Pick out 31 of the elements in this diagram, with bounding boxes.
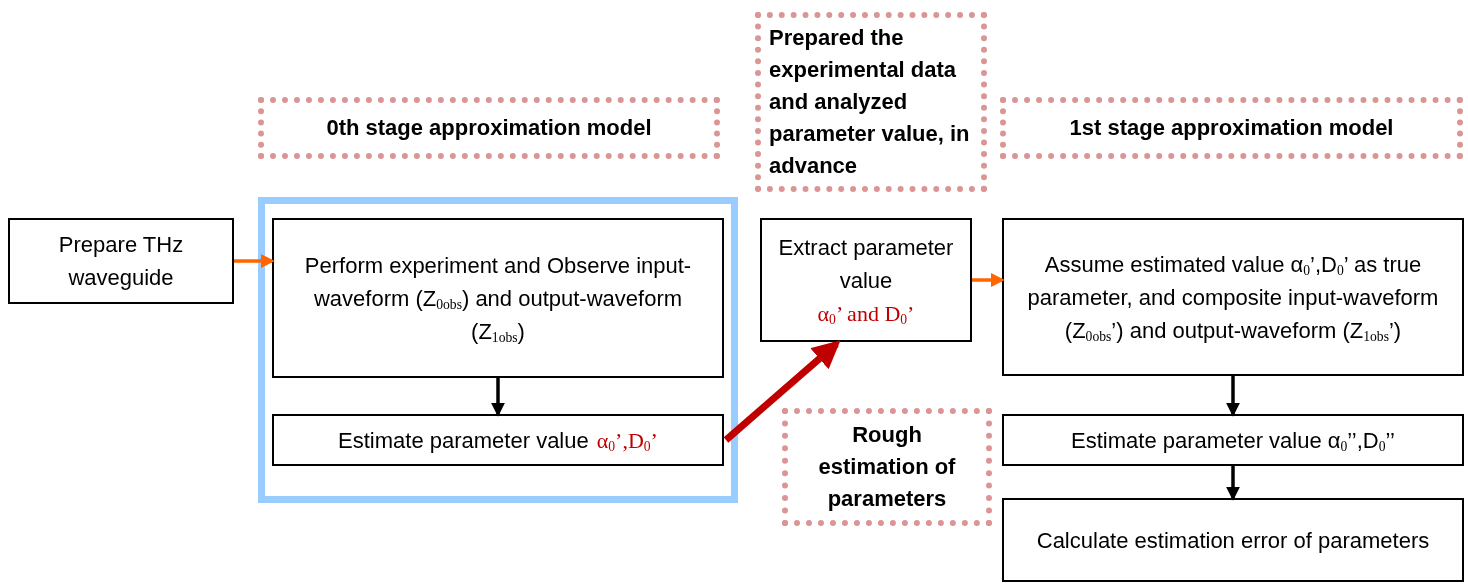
process-box	[1002, 498, 1464, 582]
arrow	[234, 254, 275, 268]
parameter-symbol: α$_{0}$’,D$_{0}$’	[596, 426, 658, 456]
box-label: Extract parameter value	[777, 233, 955, 295]
note-box	[258, 97, 720, 159]
note-box	[755, 12, 987, 192]
process-box	[8, 218, 234, 304]
note-box	[782, 408, 992, 526]
box-label: Assume estimated value α$_{0}$’,D$_{0}$’ as true parameter, and composite input-waveform (Z$_{0obs}$’) and output-waveform (Z$_{1obs}$’)	[1026, 250, 1440, 346]
process-box	[272, 218, 724, 378]
arrow	[972, 273, 1005, 287]
arrow	[723, 340, 841, 443]
box-label: 0th stage approximation model	[326, 114, 652, 143]
arrow	[1226, 376, 1240, 417]
process-box	[272, 414, 724, 466]
stage-frame	[258, 197, 738, 503]
process-box	[1002, 218, 1464, 376]
box-label: Estimate parameter value	[338, 426, 589, 455]
box-label: Estimate parameter value α$_{0}$’’,D$_{0}$’’	[1071, 426, 1395, 456]
box-label: 1st stage approximation model	[1069, 114, 1394, 143]
process-box	[1002, 414, 1464, 466]
arrow	[1226, 466, 1240, 501]
box-label: Rough estimation of parameters	[817, 421, 957, 513]
note-box	[1000, 97, 1463, 159]
arrow	[491, 378, 505, 417]
parameter-symbol: α$_{0}$’ and D$_{0}$’	[817, 299, 915, 329]
process-box	[760, 218, 972, 342]
box-label: Perform experiment and Observe input-waveform (Z$_{0obs}$) and output-waveform (Z$_{1obs}$)	[303, 251, 693, 347]
box-label: Calculate estimation error of parameters	[1036, 526, 1430, 555]
box-label: Prepared the experimental data and analyzed parameter value, in advance	[769, 24, 971, 180]
box-label: Prepare THz waveguide	[57, 231, 185, 292]
